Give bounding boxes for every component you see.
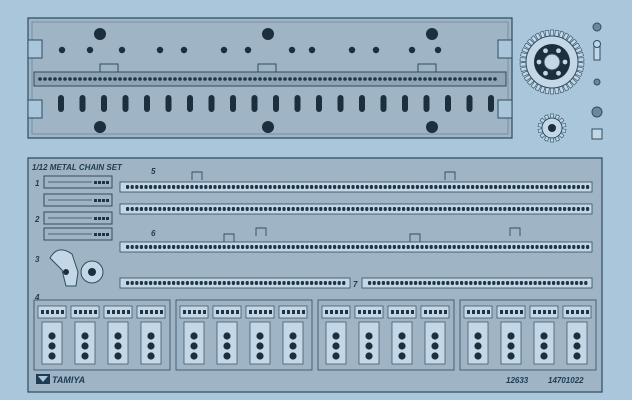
jig-small-holes [58,46,442,54]
jig-mounting-holes [94,28,438,133]
item-number: 12633 [506,376,529,385]
part-number-labels: 1 2 3 4 5 6 7 [34,167,358,302]
small-chain-parts [43,175,113,287]
part-label-5: 5 [151,167,156,176]
part-label-4: 4 [34,293,40,302]
front-sprocket-icon [537,113,567,143]
part-number: 14701022 [548,376,584,385]
sheet-title: 1/12 METAL CHAIN SET [32,163,123,172]
rear-sprocket-icon [519,29,585,95]
small-parts [591,22,603,140]
part-label-2: 2 [34,215,40,224]
chain-link-blocks [33,299,597,371]
part-label-7: 7 [353,280,358,289]
tamiya-logo-icon: TAMIYA [36,374,85,385]
part-label-1: 1 [35,179,40,188]
jig-chain-track [38,77,497,81]
chain-strips [119,171,593,289]
part-label-3: 3 [35,255,40,264]
brand-name: TAMIYA [52,375,85,385]
jig-slot-row [58,95,494,112]
chain-jig-fret [27,17,513,139]
chain-fret: 1/12 METAL CHAIN SET 1 2 3 4 5 6 7 [27,157,603,393]
part-label-6: 6 [151,229,156,238]
